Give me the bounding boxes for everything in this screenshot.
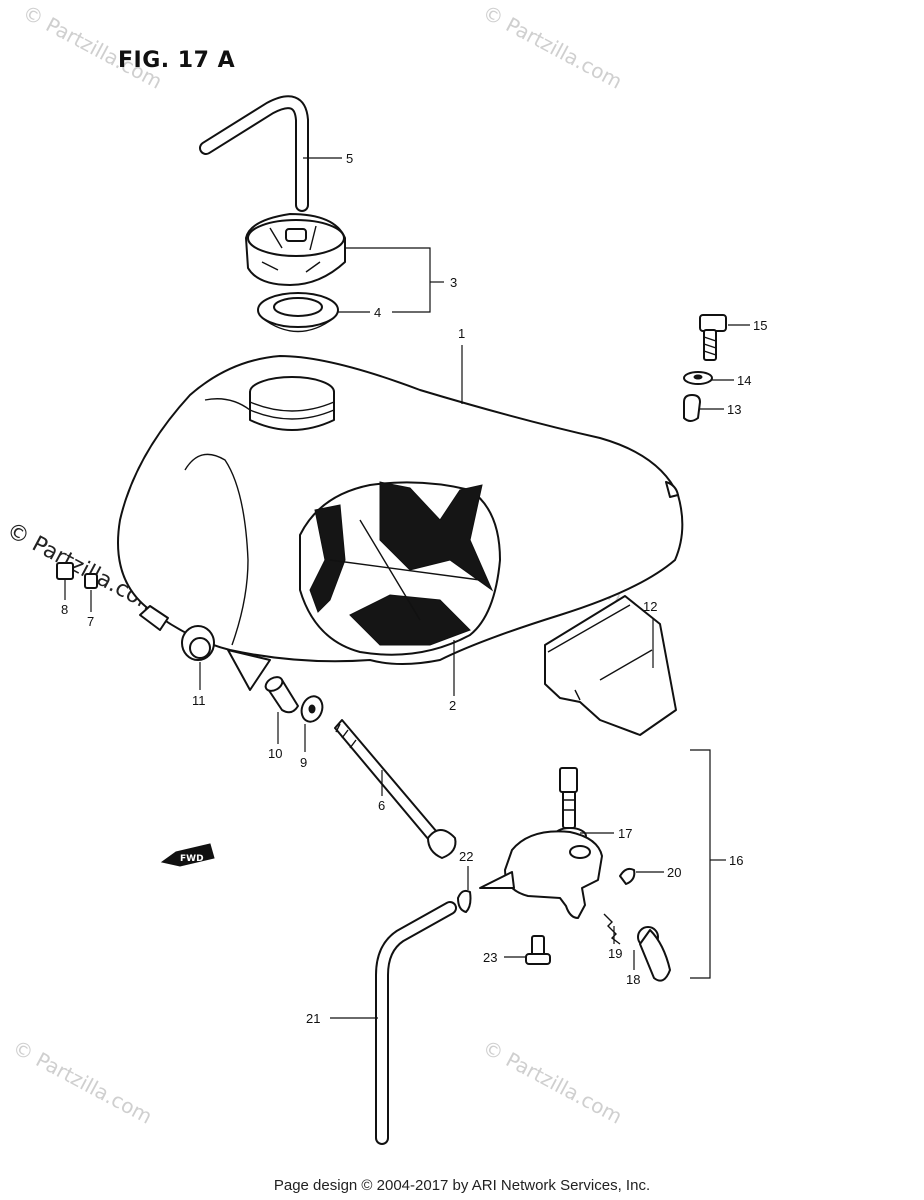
- washer-7-part[interactable]: [84, 573, 98, 589]
- callout-18: 18: [626, 972, 640, 987]
- lever-18-part[interactable]: [637, 926, 671, 982]
- callout-8: 8: [61, 602, 68, 617]
- callout-12: 12: [643, 599, 657, 614]
- fuel-hose-21-part[interactable]: [375, 901, 457, 1145]
- callout-20: 20: [667, 865, 681, 880]
- spring-19-part[interactable]: [603, 913, 621, 945]
- callout-13: 13: [727, 402, 741, 417]
- callout-2: 2: [449, 698, 456, 713]
- tank-emblem-part[interactable]: [299, 481, 501, 656]
- fwd-arrow-icon: FWD: [160, 843, 215, 867]
- callout-7: 7: [87, 614, 94, 629]
- washer-14-part[interactable]: [683, 371, 713, 385]
- callout-9: 9: [300, 755, 307, 770]
- callout-3: 3: [450, 275, 457, 290]
- callout-22: 22: [459, 849, 473, 864]
- bolt-6-part[interactable]: [334, 719, 457, 859]
- screw-23-part[interactable]: [525, 935, 551, 965]
- callout-4: 4: [374, 305, 381, 320]
- callout-15: 15: [753, 318, 767, 333]
- leader-lines: [64, 157, 750, 1019]
- fuel-cap-part[interactable]: [245, 213, 346, 286]
- fwd-label: FWD: [180, 854, 204, 864]
- callout-5: 5: [346, 151, 353, 166]
- callout-16: 16: [729, 853, 743, 868]
- callout-1: 1: [458, 326, 465, 341]
- cap-gasket-part[interactable]: [257, 292, 339, 333]
- leader-3: [344, 247, 431, 313]
- callout-17: 17: [618, 826, 632, 841]
- fuel-cock-part[interactable]: [479, 767, 603, 919]
- callout-19: 19: [608, 946, 622, 961]
- vent-hose-part[interactable]: [199, 95, 309, 212]
- seal-20-part[interactable]: [619, 867, 636, 885]
- callout-6: 6: [378, 798, 385, 813]
- cushion-13-part[interactable]: [683, 394, 701, 422]
- cushion-8-part[interactable]: [56, 562, 74, 580]
- callout-11: 11: [192, 693, 206, 708]
- collar-10-part[interactable]: [263, 674, 299, 714]
- cover-12-part[interactable]: [544, 595, 677, 736]
- clamp-22-part[interactable]: [457, 889, 472, 913]
- callout-14: 14: [737, 373, 751, 388]
- callout-21: 21: [306, 1011, 320, 1026]
- grommet-11-part[interactable]: [181, 625, 215, 661]
- callout-23: 23: [483, 950, 497, 965]
- page-footer: Page design © 2004-2017 by ARI Network S…: [273, 1177, 651, 1194]
- callout-10: 10: [268, 746, 282, 761]
- bolt-15-part[interactable]: [699, 314, 727, 361]
- washer-9-part[interactable]: [298, 693, 326, 724]
- figure-title: FIG. 17 A: [118, 48, 236, 73]
- leader-16-bracket: [690, 749, 711, 979]
